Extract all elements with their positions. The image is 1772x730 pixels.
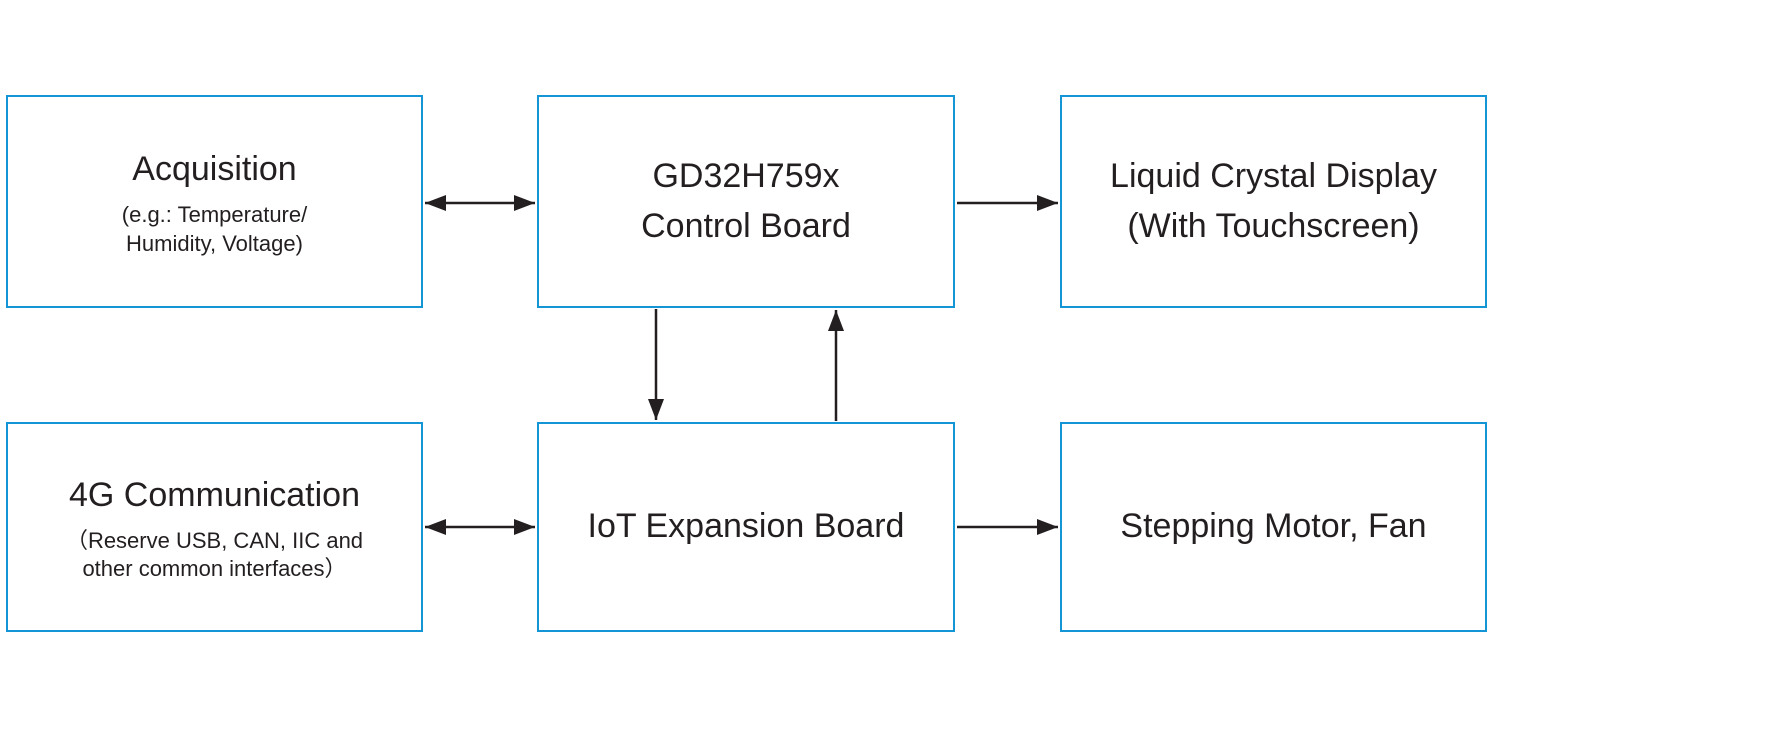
node-acquisition-subtitle: (e.g.: Temperature/ Humidity, Voltage)	[121, 202, 308, 256]
node-stepping-motor-fan-title: Stepping Motor, Fan	[1120, 507, 1427, 546]
node-lcd-title: Liquid Crystal Display (With Touchscreen…	[1110, 157, 1437, 245]
node-control-board-title: GD32H759x Control Board	[641, 157, 851, 245]
node-acquisition-title: Acquisition	[132, 150, 297, 189]
node-iot-expansion-board: IoT Expansion Board	[537, 422, 955, 632]
node-control-board: GD32H759x Control Board	[537, 95, 955, 308]
node-iot-expansion-board-title: IoT Expansion Board	[587, 507, 905, 546]
node-4g-communication-title: 4G Communication	[68, 475, 360, 514]
node-4g-communication: 4G Communication （Reserve USB, CAN, IIC …	[6, 422, 423, 632]
node-acquisition: Acquisition (e.g.: Temperature/ Humidity…	[6, 95, 423, 308]
node-stepping-motor-fan: Stepping Motor, Fan	[1060, 422, 1487, 632]
node-4g-communication-subtitle: （Reserve USB, CAN, IIC and other common …	[65, 527, 364, 582]
node-lcd: Liquid Crystal Display (With Touchscreen…	[1060, 95, 1487, 308]
